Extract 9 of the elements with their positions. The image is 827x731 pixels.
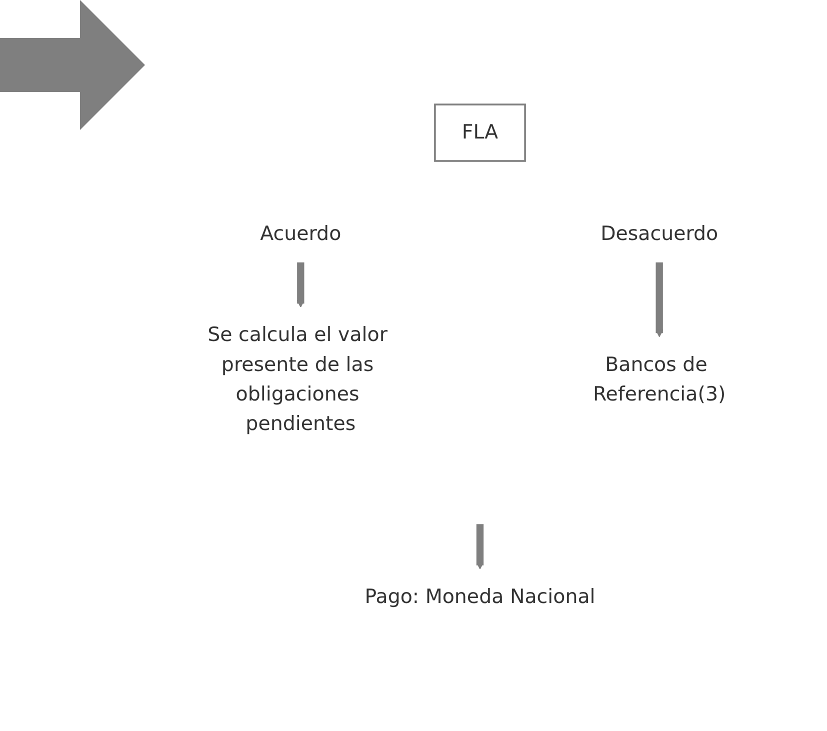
node-box: FLA [434,104,526,162]
arrow [296,262,305,308]
node-text: Pago: Moneda Nacional [364,586,596,608]
arrow [476,524,484,570]
node-text: Acuerdo [260,222,342,246]
node-text: Se calcula el valor presente de las obligaciones pendientes [208,324,388,436]
node-text: Desacuerdo [600,222,718,246]
arrow [655,262,664,338]
node-text: Bancos de Referencia(3) [592,354,726,406]
